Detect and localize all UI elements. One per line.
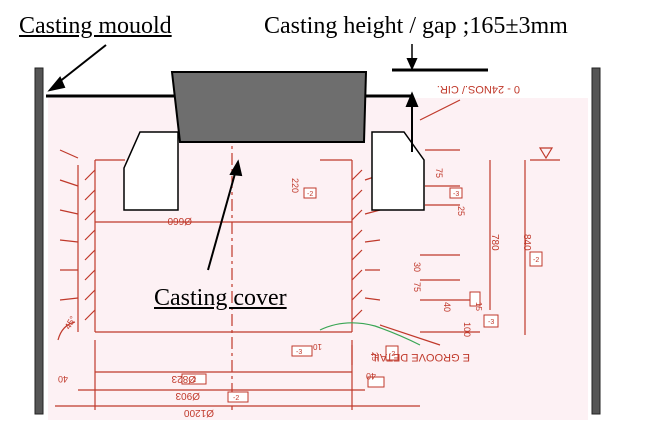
groove-leader xyxy=(379,324,441,346)
dim-40-right: 40 xyxy=(366,371,376,381)
gap-arrowhead-down xyxy=(406,58,418,71)
dim-30: 30 xyxy=(412,262,422,272)
mould-arrow-line xyxy=(53,44,107,87)
box-labels: -2 -3 -2 -3 -3 -2 -2 -2 xyxy=(190,191,539,402)
box-label: -2 xyxy=(233,395,239,402)
mould-arrowhead xyxy=(47,76,66,92)
dim-75: 75 xyxy=(434,168,444,178)
gap-arrowhead-up xyxy=(405,91,419,107)
dim-box xyxy=(529,251,543,267)
box-label: -2 xyxy=(533,257,539,264)
dim-10: 10 xyxy=(313,342,322,351)
note-top: 0 - 24NOS./ CIR. xyxy=(437,83,520,95)
cover-arrowhead xyxy=(229,159,243,177)
dim-box xyxy=(449,187,463,199)
dim-1200: Ø1200 xyxy=(184,407,214,418)
dim-840: 840 xyxy=(521,234,532,251)
box-label: -3 xyxy=(488,319,494,326)
left-fins xyxy=(59,149,79,301)
dim-75b: 75 xyxy=(412,282,422,292)
dim-100: 100 xyxy=(462,322,472,337)
dim-box xyxy=(483,314,499,328)
mould-wall-left xyxy=(34,67,44,415)
dim-25b: 25 xyxy=(370,352,379,361)
dim-box xyxy=(385,345,399,361)
dim-25: 25 xyxy=(456,206,466,216)
dim-660: Ø660 xyxy=(167,215,192,226)
casting-cover-label: Casting cover xyxy=(154,285,287,311)
casting-height-label: Casting height / gap ;165±3mm xyxy=(264,13,568,39)
right-hatch xyxy=(351,169,363,321)
dim-780: 780 xyxy=(489,234,500,251)
dim-box xyxy=(469,291,481,307)
dim-box xyxy=(303,187,317,199)
box-label: -3 xyxy=(453,191,459,198)
casting-cover-block xyxy=(170,71,368,143)
dim-box xyxy=(227,391,249,403)
groove-note: E GROOVE DETAIL xyxy=(371,351,470,363)
dim-40: 40 xyxy=(442,302,452,312)
annotation-arrows xyxy=(47,44,419,271)
angle-arc xyxy=(57,321,76,341)
box-label: -3 xyxy=(296,349,302,356)
dimension-boxes xyxy=(181,187,543,403)
dim-823: Ø823 xyxy=(171,373,196,384)
dim-box xyxy=(181,373,207,385)
casting-mould-label: Casting mouold xyxy=(19,13,172,39)
box-label: -2 xyxy=(307,191,313,198)
left-hatch xyxy=(84,169,96,321)
cover-arrow-line xyxy=(207,169,237,271)
dim-15: 15 xyxy=(474,302,483,311)
dim-box xyxy=(367,376,385,388)
dim-40-left: 40 xyxy=(58,374,68,384)
groove-sketch xyxy=(319,322,421,346)
dim-903: Ø903 xyxy=(175,390,200,401)
mould-wall-right xyxy=(591,67,601,415)
box-label: -2 xyxy=(190,377,196,384)
left-clamp xyxy=(123,131,179,211)
leader-top xyxy=(419,99,461,121)
dim-220: 220 xyxy=(290,178,300,193)
box-label: -2 xyxy=(389,351,395,358)
level-marker xyxy=(538,147,554,160)
dim-box xyxy=(291,345,313,357)
